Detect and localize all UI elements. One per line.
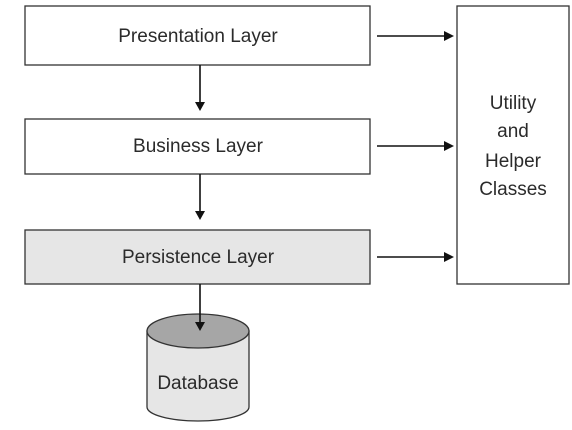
utility-label-line-3: Helper bbox=[485, 151, 542, 172]
presentation-layer-label: Presentation Layer bbox=[118, 26, 278, 47]
presentation-layer-box: Presentation Layer bbox=[24, 5, 371, 66]
database-label: Database bbox=[157, 373, 238, 394]
persistence-layer-box: Persistence Layer bbox=[24, 229, 371, 285]
presentation-layer-rect bbox=[24, 5, 371, 66]
business-layer-box: Business Layer bbox=[24, 118, 371, 175]
database-cylinder-body bbox=[146, 330, 250, 422]
business-layer-label: Business Layer bbox=[133, 136, 264, 157]
utility-label-line-4: Classes bbox=[479, 179, 547, 200]
utility-helper-classes-box: Utility and Helper Classes bbox=[456, 5, 570, 285]
arrow-persistence-to-utility bbox=[377, 252, 454, 262]
business-layer-rect bbox=[24, 118, 371, 175]
arrow-persistence-to-database bbox=[195, 284, 205, 331]
database-cylinder: Database bbox=[146, 313, 250, 422]
arrow-business-to-utility bbox=[377, 141, 454, 151]
arrow-presentation-to-business bbox=[195, 65, 205, 111]
utility-helper-classes-rect bbox=[456, 5, 570, 285]
utility-label-line-2: and bbox=[497, 121, 529, 142]
arrow-presentation-to-utility bbox=[377, 31, 454, 41]
persistence-layer-label: Persistence Layer bbox=[122, 247, 275, 268]
database-cylinder-top bbox=[146, 313, 250, 349]
persistence-layer-rect bbox=[24, 229, 371, 285]
arrow-business-to-persistence bbox=[195, 174, 205, 220]
utility-label-line-1: Utility bbox=[490, 93, 537, 114]
